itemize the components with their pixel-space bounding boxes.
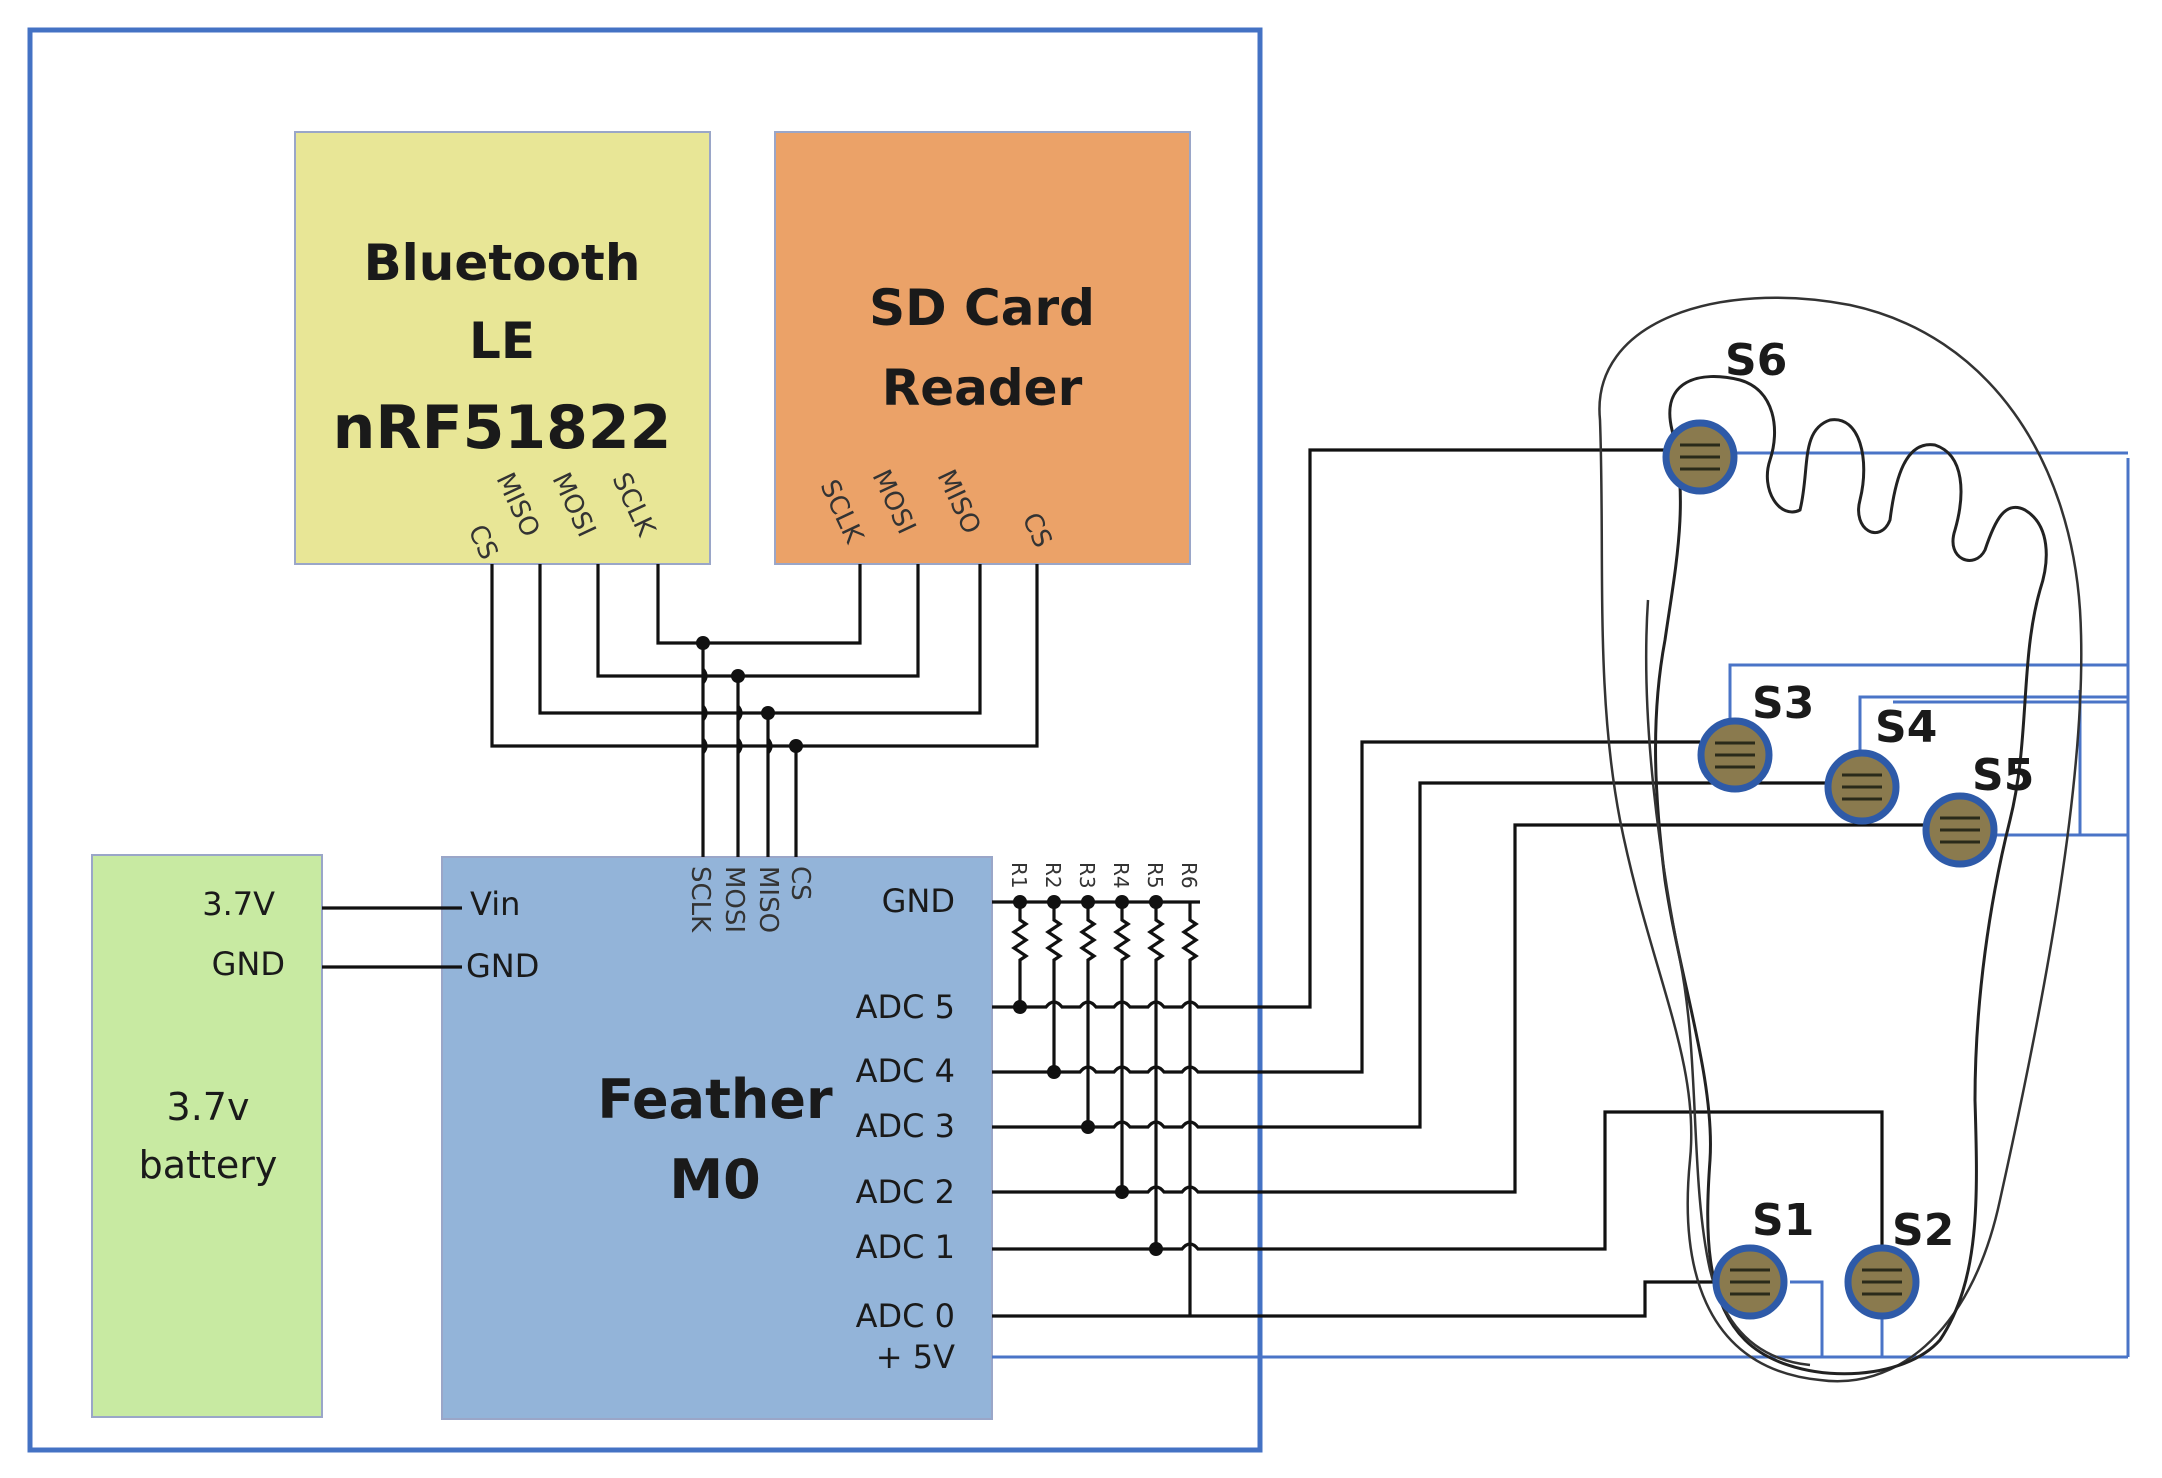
- feather-pin-5v: + 5V: [876, 1338, 955, 1376]
- sensor-s4: S4: [1824, 702, 1937, 825]
- sensor-s2: S2: [1844, 1205, 1954, 1320]
- battery-pin-37v: 3.7V: [202, 885, 275, 923]
- feather-title-line1: Feather: [597, 1068, 833, 1131]
- sensor-s3: S3: [1697, 678, 1814, 793]
- feather-pin-adc4: ADC 4: [856, 1052, 955, 1090]
- vcc-wires: [992, 451, 2130, 1359]
- bluetooth-title-line1: Bluetooth: [364, 234, 641, 292]
- feather-title-line2: M0: [669, 1148, 760, 1211]
- sensor-label-s5: S5: [1972, 750, 2034, 801]
- feather-pin-adc3: ADC 3: [856, 1107, 955, 1145]
- resistor-label-r1: R1: [1007, 862, 1031, 889]
- resistor-label-r2: R2: [1041, 862, 1065, 889]
- bluetooth-module: Bluetooth LE nRF51822 CS MISO MOSI SCLK: [294, 131, 711, 565]
- battery-label-line1: 3.7v: [167, 1085, 250, 1129]
- sensor-s6: S6: [1662, 335, 1787, 495]
- sensor-label-s2: S2: [1892, 1205, 1954, 1256]
- feather-pin-gnd-left: GND: [466, 947, 539, 985]
- resistor-label-r4: R4: [1109, 862, 1133, 889]
- feather-pin-mosi: MOSI: [719, 866, 749, 933]
- resistor-label-r6: R6: [1177, 862, 1201, 889]
- power-wires: [322, 906, 462, 969]
- feather-pin-gnd-right: GND: [882, 882, 955, 920]
- sensor-label-s3: S3: [1752, 678, 1814, 729]
- feather-pin-adc5: ADC 5: [856, 988, 955, 1026]
- sensor-label-s1: S1: [1752, 1195, 1814, 1246]
- battery-pin-gnd: GND: [212, 945, 285, 983]
- battery-module: 3.7V GND 3.7v battery: [91, 854, 323, 1418]
- sd-card-module: SD Card Reader SCLK MOSI MISO CS: [774, 131, 1191, 565]
- bluetooth-title-line2: LE: [469, 312, 535, 370]
- battery-label-line2: battery: [139, 1143, 278, 1187]
- sdcard-title-line2: Reader: [882, 359, 1083, 417]
- resistor-ladder: R1 R2 R3 R4 R5 R6: [992, 862, 1201, 1316]
- feather-pin-vin: Vin: [470, 885, 520, 923]
- feather-pin-sclk: SCLK: [685, 866, 715, 933]
- feather-pin-adc1: ADC 1: [856, 1228, 955, 1266]
- feather-pin-miso: MISO: [753, 866, 783, 933]
- device-enclosure: [27, 27, 1263, 1453]
- resistor-label-r5: R5: [1143, 862, 1167, 889]
- sensor-label-s6: S6: [1725, 335, 1787, 386]
- sensor-label-s4: S4: [1875, 702, 1937, 753]
- foot-outline: [1598, 296, 2083, 1383]
- sensor-s5: S5: [1922, 750, 2034, 868]
- feather-pin-adc2: ADC 2: [856, 1173, 955, 1211]
- sensor-s1: S1: [1712, 1195, 1814, 1320]
- bluetooth-title-line3: nRF51822: [333, 393, 672, 463]
- spi-bus-wires: [490, 564, 1039, 857]
- feather-pin-cs: CS: [785, 866, 815, 901]
- sdcard-title-line1: SD Card: [869, 279, 1095, 337]
- resistor-label-r3: R3: [1075, 862, 1099, 889]
- feather-pin-adc0: ADC 0: [856, 1297, 955, 1335]
- feather-m0-module: Feather M0 Vin GND SCLK MOSI MISO CS GND…: [441, 856, 993, 1420]
- adc-signal-wires: [992, 448, 1930, 1318]
